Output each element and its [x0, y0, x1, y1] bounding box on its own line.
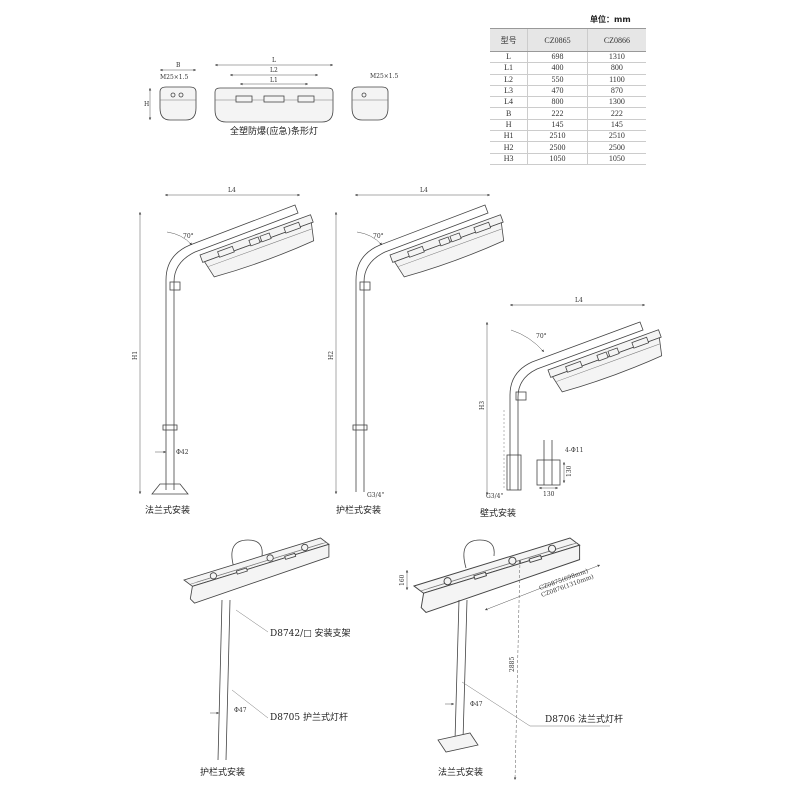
plate-width: 130: [543, 491, 555, 498]
row-value: 470: [527, 85, 588, 98]
row-param: H1: [490, 130, 528, 143]
row-param: H2: [490, 141, 528, 154]
dim-l4: L4: [575, 297, 583, 304]
row-value: 222: [586, 107, 646, 120]
iso-flange-caption: 法兰式安装: [438, 766, 483, 778]
row-value: 2510: [527, 130, 588, 143]
row-param: H: [490, 119, 528, 132]
pole-label: D8706 法兰式灯杆: [545, 713, 623, 725]
bracket-label: D8742/□ 安装支架: [270, 627, 351, 639]
flange-caption: 法兰式安装: [145, 504, 190, 516]
top-end-view-left: B M25×1.5 H: [144, 62, 197, 121]
table-header-row: 型号 CZ0865 CZ0866: [490, 28, 646, 52]
dim-l4: L4: [420, 187, 428, 194]
dim-h1: H1: [132, 351, 139, 360]
thread-label: G3/4": [367, 492, 384, 499]
row-value: 1050: [527, 153, 588, 165]
diameter-label: Φ42: [176, 449, 189, 456]
dim-l4: L4: [228, 187, 236, 194]
iso-flange-drawing: 160 CZ0875(698mm) CZ0876(1310mm) 2885 Φ4…: [399, 537, 623, 781]
row-value: 2510: [586, 130, 646, 143]
row-value: 1310: [586, 51, 646, 64]
row-value: 870: [586, 85, 646, 98]
row-value: 1100: [586, 74, 646, 86]
row-value: 800: [586, 62, 646, 75]
row-value: 800: [527, 96, 588, 109]
lamp-height: 160: [399, 574, 406, 586]
row-value: 698: [527, 51, 588, 64]
row-value: 1050: [586, 153, 646, 165]
angle-label: 70°: [183, 233, 194, 240]
row-param: L: [490, 51, 528, 64]
angle-label: 70°: [536, 333, 547, 340]
row-param: L1: [490, 62, 528, 75]
dim-h: H: [144, 101, 149, 108]
pole-label: D8705 护兰式灯杆: [270, 711, 348, 723]
wall-caption: 壁式安装: [480, 507, 516, 519]
angle-label: 70°: [373, 233, 384, 240]
row-value: 2500: [527, 141, 588, 154]
thread-label: G3/4": [486, 493, 503, 500]
row-param: L3: [490, 85, 528, 98]
row-value: 400: [527, 62, 588, 75]
top-side-view: L L2 L1 全塑防爆(应急)条形灯: [214, 57, 334, 137]
thread-label-left: M25×1.5: [160, 74, 189, 81]
wall-mount-drawing: L4 H3 70° G3/4" 130 130 4-Φ11 壁式安装: [479, 297, 669, 519]
top-end-view-right: M25×1.5: [351, 73, 399, 121]
thread-label-right: M25×1.5: [370, 73, 399, 80]
dim-h2: H2: [328, 351, 335, 360]
row-param: L4: [490, 96, 528, 109]
row-value: 145: [586, 119, 646, 132]
header-model: 型号: [490, 28, 528, 52]
dim-b: B: [176, 62, 181, 69]
unit-label: 单位：mm: [590, 15, 631, 24]
row-value: 1300: [586, 96, 646, 109]
row-value: 2500: [586, 141, 646, 154]
guardrail-mount-drawing: L4 H2 70° G3/4" 护栏式安装: [328, 187, 511, 516]
header-cz0865: CZ0865: [527, 28, 588, 52]
row-value: 222: [527, 107, 588, 120]
dim-l1: L1: [270, 77, 278, 84]
diameter-label: Φ47: [234, 707, 247, 714]
row-param: H3: [490, 153, 528, 165]
diameter-label: Φ47: [470, 701, 483, 708]
dim-l2: L2: [270, 67, 278, 74]
dim-h3: H3: [479, 401, 486, 410]
flange-mount-drawing: L4 H1 70° Φ42 法兰式安装: [132, 187, 321, 516]
dim-l: L: [272, 57, 276, 64]
row-value: 145: [527, 119, 588, 132]
iso-guardrail-caption: 护栏式安装: [200, 766, 245, 778]
row-param: L2: [490, 74, 528, 86]
guardrail-caption: 护栏式安装: [336, 504, 381, 516]
row-param: B: [490, 107, 528, 120]
height-label: 2885: [509, 657, 516, 672]
top-caption: 全塑防爆(应急)条形灯: [230, 125, 318, 137]
iso-guardrail-drawing: D8742/□ 安装支架 D8705 护兰式灯杆 Φ47 护栏式安装: [183, 537, 351, 778]
holes-label: 4-Φ11: [565, 447, 583, 454]
plate-height: 130: [566, 465, 573, 477]
row-value: 550: [527, 74, 588, 86]
header-cz0866: CZ0866: [586, 28, 646, 52]
